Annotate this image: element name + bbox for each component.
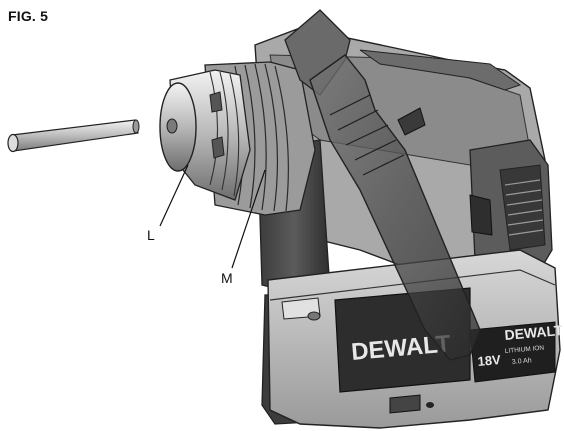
- leader-line-l: [159, 164, 189, 227]
- callout-label-l: L: [147, 227, 155, 243]
- figure-title: FIG. 5: [8, 8, 49, 24]
- battery-brand-label-small: DEWALT: [504, 322, 564, 343]
- chuck-l: [159, 69, 251, 201]
- leader-lines: [159, 164, 266, 269]
- battery-pack: DEWALT DEWALT 18V LITHIUM ION 3.0 Ah: [267, 249, 564, 429]
- leader-line-m: [231, 169, 266, 269]
- battery-chemistry-label: LITHIUM ION: [505, 345, 545, 355]
- pistol-grip: [469, 139, 553, 276]
- callout-label-m: M: [221, 270, 233, 286]
- battery-voltage-label: 18V: [477, 352, 502, 369]
- side-handle: [284, 9, 481, 361]
- battery-capacity-label: 3.0 Ah: [512, 357, 532, 366]
- drill-bit: [7, 119, 140, 153]
